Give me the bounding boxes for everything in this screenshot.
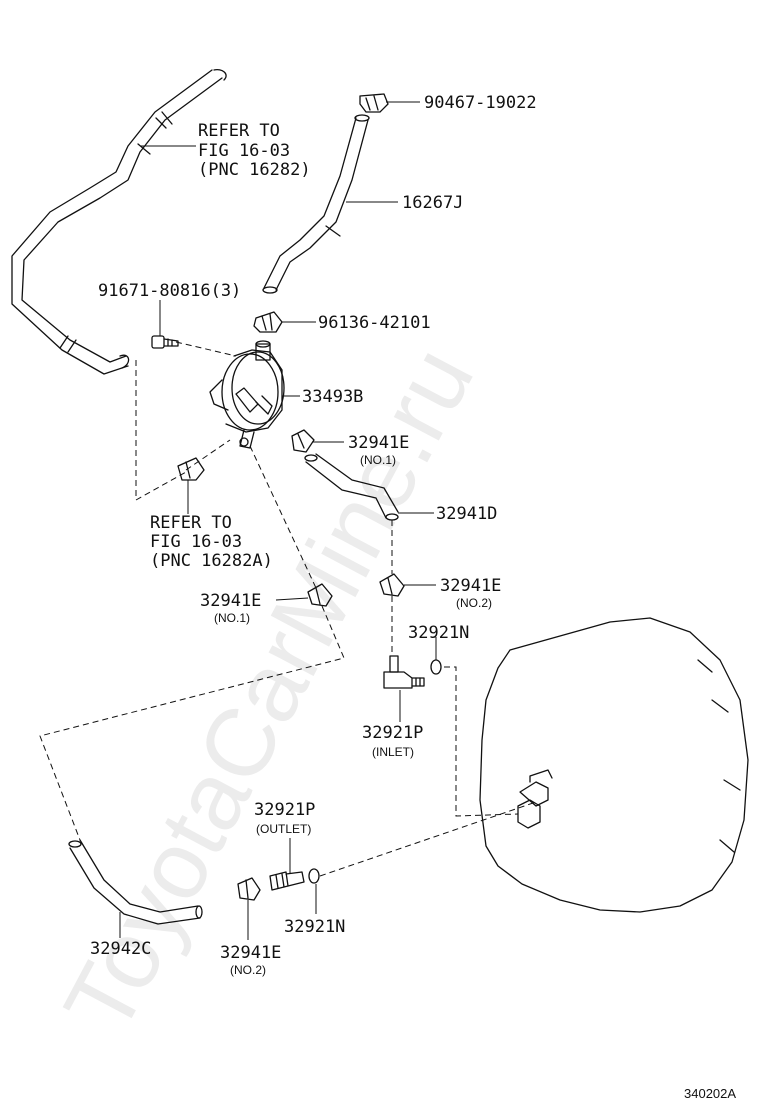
sublabel-32941E-no1-middle: (NO.1) xyxy=(214,611,250,625)
clamp-96136-42101 xyxy=(253,311,283,333)
label-refer1-line3: (PNC 16282) xyxy=(198,160,311,180)
label-32941E-no1-middle: 32941E xyxy=(200,591,261,611)
label-96136-42101: 96136-42101 xyxy=(318,313,431,333)
label-refer1-line2: FIG 16-03 xyxy=(198,141,290,161)
sublabel-32921P-inlet: (INLET) xyxy=(372,745,414,759)
label-32921N-upper: 32921N xyxy=(408,623,469,643)
union-32921P-inlet xyxy=(383,655,425,689)
label-refer2-line3: (PNC 16282A) xyxy=(150,551,273,571)
o-ring-32921N-upper xyxy=(430,659,442,675)
transmission-case xyxy=(479,617,749,913)
atf-warmer-33493B xyxy=(209,340,285,449)
clamp-32941E-no2-right xyxy=(379,573,405,597)
bolt-91671-80816 xyxy=(151,335,179,349)
label-90467-19022: 90467-19022 xyxy=(424,93,537,113)
label-32921N-lower: 32921N xyxy=(284,917,345,937)
label-refer1-line1: REFER TO xyxy=(198,121,280,141)
label-33493B: 33493B xyxy=(302,387,363,407)
sublabel-32921P-outlet: (OUTLET) xyxy=(256,822,311,836)
assembly-dashed-lines xyxy=(39,341,537,877)
sublabel-32941E-no2-bottom: (NO.2) xyxy=(230,963,266,977)
label-32941E-no2-bottom: 32941E xyxy=(220,943,281,963)
label-refer2-line1: REFER TO xyxy=(150,513,232,533)
heater-hose-upper-left xyxy=(11,68,227,375)
hose-32942C xyxy=(68,839,203,925)
clip-90467-19022 xyxy=(359,93,389,113)
label-32941D: 32941D xyxy=(436,504,497,524)
clamp-32941E-no2-bottom xyxy=(237,877,261,901)
label-refer2-line2: FIG 16-03 xyxy=(150,532,242,552)
clamp-32941E-no1-upper xyxy=(291,429,315,453)
o-ring-32921N-lower xyxy=(308,868,320,884)
figure-id: 340202A xyxy=(684,1086,736,1101)
label-32941E-no2-right: 32941E xyxy=(440,576,501,596)
label-32921P-outlet: 32921P xyxy=(254,800,315,820)
hose-16267J xyxy=(262,114,370,294)
label-91671-80816: 91671-80816(3) xyxy=(98,281,241,301)
leader-lines xyxy=(119,101,437,940)
label-32921P-inlet: 32921P xyxy=(362,723,423,743)
label-16267J: 16267J xyxy=(402,193,463,213)
clamp-32941E-no1-middle xyxy=(307,583,333,607)
label-32941E-no1-upper: 32941E xyxy=(348,433,409,453)
sublabel-32941E-no2-right: (NO.2) xyxy=(456,596,492,610)
union-32921P-outlet xyxy=(269,871,305,891)
sublabel-32941E-no1-upper: (NO.1) xyxy=(360,453,396,467)
label-32942C: 32942C xyxy=(90,939,151,959)
clamp-16282A xyxy=(177,457,205,481)
